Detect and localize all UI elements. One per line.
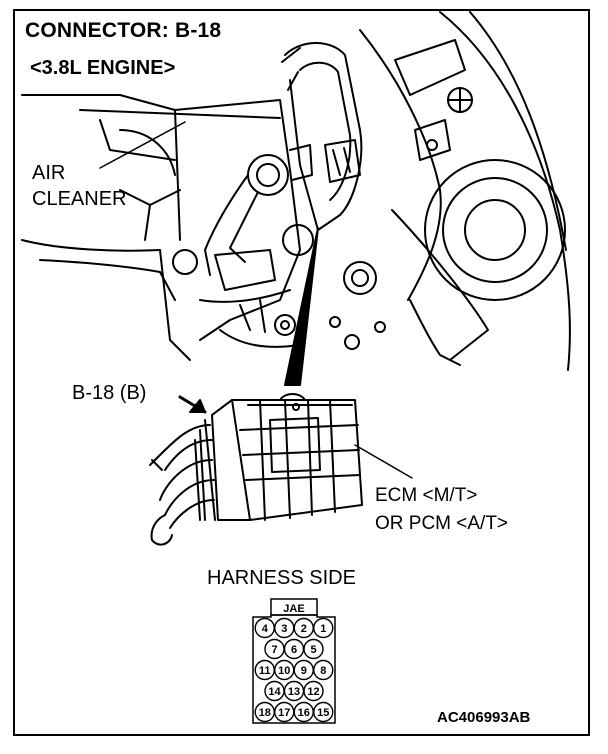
pin-number-11: 11 — [259, 665, 271, 677]
pin-number-4: 4 — [262, 623, 269, 635]
harness-side-label: HARNESS SIDE — [207, 567, 356, 589]
connector-housing — [252, 614, 336, 724]
pin-1 — [313, 617, 334, 639]
pin-number-18: 18 — [259, 707, 271, 719]
pin-number-17: 17 — [278, 707, 290, 719]
pin-number-5: 5 — [310, 644, 316, 656]
fender-panel — [439, 11, 571, 371]
air-cleaner-label-line2: CLEANER — [32, 188, 127, 210]
air-cleaner-outline — [21, 94, 301, 341]
figure-code: AC406993AB — [437, 709, 531, 726]
pin-8 — [313, 659, 334, 681]
figure-frame — [13, 9, 590, 736]
harness-wires — [149, 424, 215, 546]
pin-number-1: 1 — [320, 623, 326, 635]
ecm-leader — [354, 444, 413, 479]
pin-number-13: 13 — [288, 686, 300, 698]
pin-number-7: 7 — [271, 644, 277, 656]
pin-number-2: 2 — [301, 623, 307, 635]
engine-variant-label: <3.8L ENGINE> — [30, 57, 176, 79]
intake-duct — [284, 42, 363, 231]
air-cleaner-label-line1: AIR — [32, 162, 66, 184]
pin-number-10: 10 — [278, 665, 290, 677]
pin-number-15: 15 — [317, 707, 329, 719]
pin-5 — [303, 638, 324, 660]
page-title: CONNECTOR: B-18 — [25, 19, 222, 42]
pin-number-9: 9 — [301, 665, 307, 677]
pin-number-8: 8 — [320, 665, 326, 677]
pin-15 — [313, 701, 334, 723]
pin-12 — [303, 680, 324, 702]
ecm-label-line1: ECM <M/T> — [375, 485, 478, 506]
pin-number-6: 6 — [291, 644, 297, 656]
ecm-label-line2: OR PCM <A/T> — [375, 513, 509, 534]
pin-number-3: 3 — [281, 623, 287, 635]
pin-number-12: 12 — [307, 686, 319, 698]
connector-ref-label: B-18 (B) — [72, 382, 147, 404]
pin-number-14: 14 — [268, 686, 281, 698]
jae-label: JAE — [283, 603, 304, 615]
pin-number-16: 16 — [298, 707, 310, 719]
ecm-pcm-module — [204, 393, 363, 521]
